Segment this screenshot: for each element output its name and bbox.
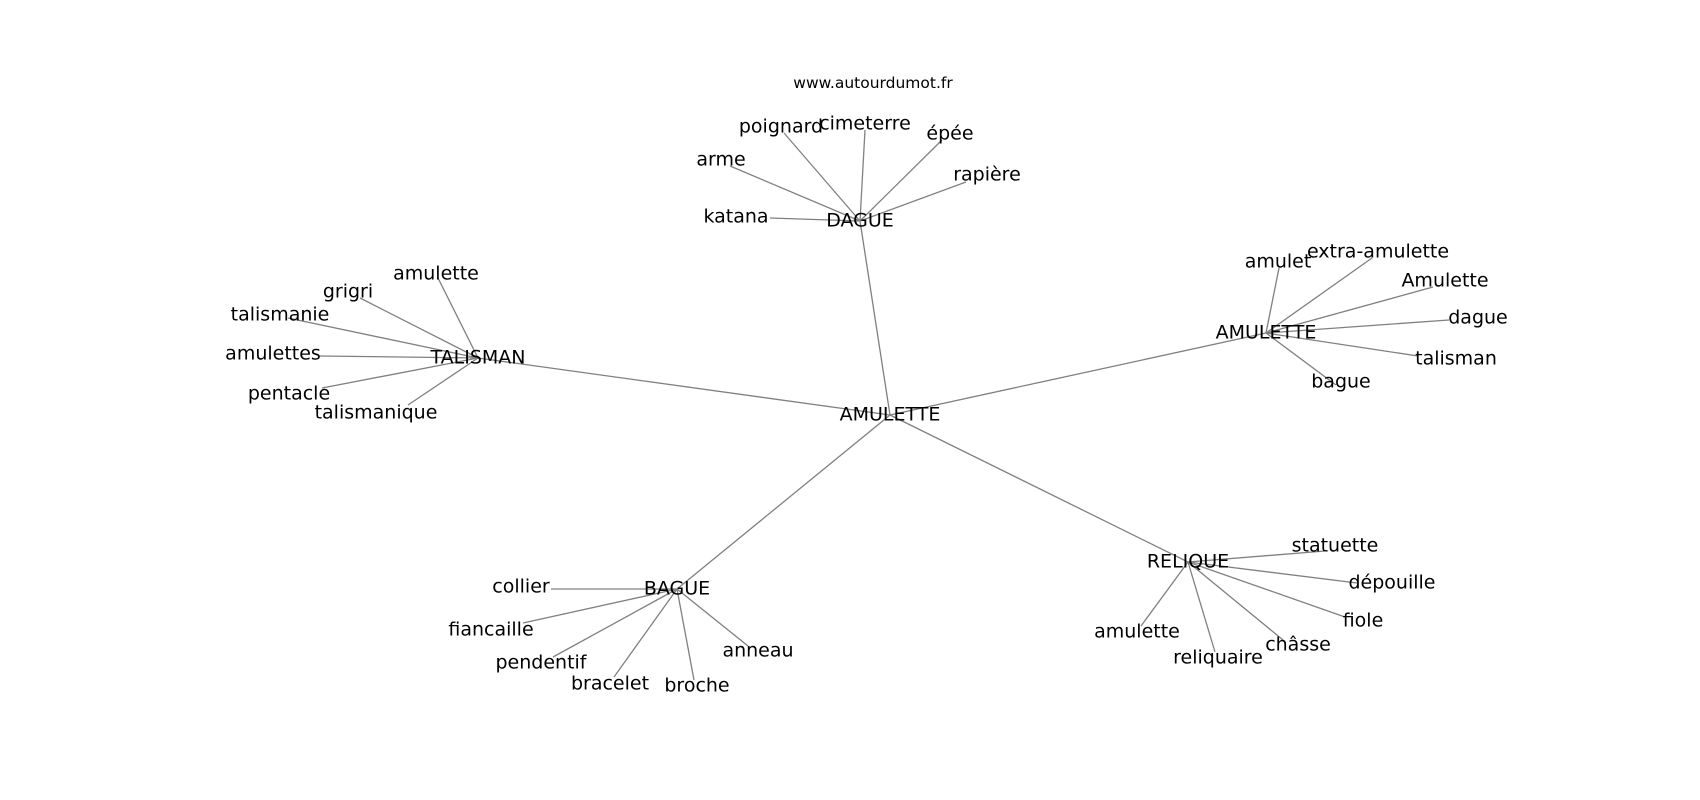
leaf-node: fiancaille <box>448 619 533 641</box>
edge-talisman-leaf <box>319 355 479 359</box>
edge-amulette-leaf <box>1265 267 1280 334</box>
leaf-node: dépouille <box>1348 572 1435 594</box>
leaf-node: statuette <box>1292 535 1379 557</box>
root-node-label: AMULETTE <box>840 404 941 426</box>
edge-talisman-leaf <box>437 277 479 359</box>
leaf-node: amulet <box>1245 251 1312 273</box>
edge-dague-leaf <box>769 217 861 222</box>
leaf-node: talismanie <box>231 304 330 326</box>
leaf-node: amulettes <box>225 343 321 365</box>
leaf-node: amulette <box>1094 621 1180 643</box>
leaf-node: katana <box>703 206 768 228</box>
edge-relique-leaf <box>1187 561 1358 584</box>
edge-root-amulette <box>889 332 1267 416</box>
edge-amulette-leaf <box>1265 257 1373 334</box>
edges-layer <box>287 129 1450 681</box>
leaf-node: Amulette <box>1401 270 1488 292</box>
edge-dague-leaf <box>859 129 866 222</box>
leaf-node: cimeterre <box>819 113 911 135</box>
leaf-node: talismanique <box>315 402 438 424</box>
edge-dague-leaf <box>859 181 967 222</box>
nodes-layer: AMULETTE DAGUE katana arme poignardcimeterre… <box>225 113 1508 697</box>
edge-dague-leaf <box>783 132 861 222</box>
edge-amulette-leaf <box>1265 286 1434 334</box>
edge-bague-leaf <box>522 588 678 624</box>
edge-amulette-leaf <box>1265 319 1450 334</box>
edge-root-talisman <box>477 357 891 416</box>
leaf-node: anneau <box>722 640 793 662</box>
edge-dague-leaf <box>729 165 861 222</box>
edge-talisman-leaf <box>287 317 479 359</box>
leaf-node: épée <box>926 123 973 145</box>
edge-relique-leaf <box>1187 550 1326 563</box>
leaf-node: châsse <box>1265 634 1331 656</box>
hub-node-relique: RELIQUE <box>1147 551 1229 573</box>
edge-bague-leaf <box>552 588 678 658</box>
edge-bague-leaf <box>676 588 749 647</box>
leaf-node: amulette <box>393 263 479 285</box>
hub-node-talisman: TALISMAN <box>430 347 526 369</box>
leaf-node: bague <box>1311 371 1371 393</box>
edge-relique-leaf <box>1187 561 1216 653</box>
edge-bague-leaf <box>613 588 678 678</box>
leaf-node: rapière <box>953 164 1021 186</box>
leaf-node: extra-amulette <box>1307 241 1449 263</box>
edge-talisman-leaf <box>359 297 479 359</box>
leaf-node: pentacle <box>248 383 330 405</box>
leaf-node: arme <box>696 149 745 171</box>
hub-node-amulette: AMULETTE <box>1216 322 1317 344</box>
edge-relique-leaf <box>1187 561 1346 618</box>
hub-node-dague: DAGUE <box>826 210 894 232</box>
edge-root-dague <box>859 220 891 416</box>
edge-talisman-leaf <box>407 357 479 406</box>
edge-dague-leaf <box>859 139 943 222</box>
edge-root-bague <box>676 414 891 590</box>
leaf-node: broche <box>664 675 729 697</box>
edge-bague-leaf <box>676 588 695 681</box>
leaf-node: pendentif <box>495 652 587 674</box>
leaf-node: collier <box>492 576 550 598</box>
leaf-node: talisman <box>1415 348 1497 370</box>
leaf-node: poignard <box>739 116 823 138</box>
edge-talisman-leaf <box>321 357 479 389</box>
leaf-node: fiole <box>1343 610 1384 632</box>
edge-relique-leaf <box>1187 561 1284 641</box>
site-label: www.autourdumot.fr <box>793 74 953 92</box>
edge-root-relique <box>889 414 1189 563</box>
leaf-node: reliquaire <box>1173 647 1263 669</box>
edge-relique-leaf <box>1140 561 1189 627</box>
edge-amulette-leaf <box>1265 332 1337 386</box>
hub-node-bague: BAGUE <box>644 578 710 600</box>
leaf-node: bracelet <box>571 673 649 695</box>
leaf-node: dague <box>1448 307 1508 329</box>
leaf-node: grigri <box>323 281 373 303</box>
edge-amulette-leaf <box>1265 332 1419 357</box>
